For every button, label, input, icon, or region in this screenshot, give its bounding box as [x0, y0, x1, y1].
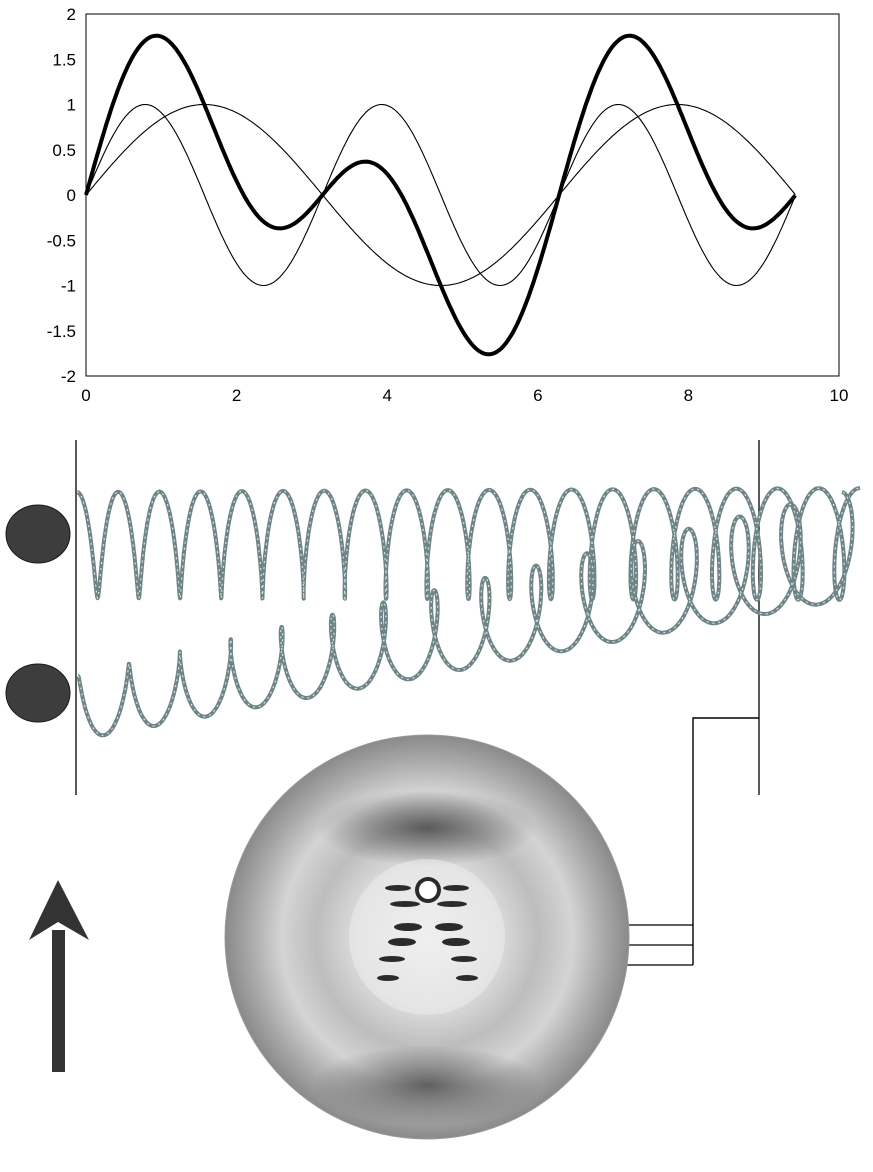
y-tick-label: 1 [67, 96, 76, 115]
x-tick-label: 2 [232, 386, 241, 405]
diffraction-spot [388, 938, 416, 946]
x-tick-label: 4 [382, 386, 391, 405]
diffraction-spot [394, 923, 422, 931]
x-tick-label: 0 [81, 386, 90, 405]
diffraction-spot [443, 885, 469, 891]
x-axis-ticks: 0 2 4 6 8 10 [81, 386, 848, 405]
x-tick-label: 8 [684, 386, 693, 405]
upper-helix [76, 486, 861, 602]
diffraction-spot [390, 901, 420, 907]
upper-helix-strand [76, 486, 861, 602]
helix-diagram [5, 440, 861, 1140]
y-axis-ticks: 2 1.5 1 0.5 0 -0.5 -1 -1.5 -2 [47, 5, 76, 386]
y-tick-label: -0.5 [47, 231, 76, 250]
bottom-dark-cap [312, 1045, 542, 1125]
diffraction-spot [377, 975, 399, 981]
upper-sphere [5, 504, 71, 564]
diffraction-spot [442, 938, 470, 946]
x-tick-label: 6 [533, 386, 542, 405]
y-tick-label: 0.5 [52, 141, 76, 160]
diffraction-spot [437, 901, 467, 907]
top-dark-cap [317, 790, 537, 866]
x-tick-label: 10 [830, 386, 849, 405]
y-tick-label: 1.5 [52, 50, 76, 69]
diffraction-spot [385, 885, 411, 891]
diffraction-spot [379, 956, 405, 962]
diffraction-pattern [224, 734, 630, 1140]
y-tick-label: -1.5 [47, 322, 76, 341]
line-chart: 2 1.5 1 0.5 0 -0.5 -1 -1.5 -2 0 2 4 6 8 10 [47, 5, 849, 405]
lower-sphere [5, 663, 71, 723]
plot-frame [85, 13, 840, 377]
diffraction-spots [377, 885, 478, 981]
up-arrow-head [29, 880, 89, 940]
connector-line [692, 717, 759, 965]
up-arrow [29, 880, 89, 1072]
series-group [84, 33, 797, 357]
diffraction-spot [456, 975, 478, 981]
lower-helix [76, 490, 855, 738]
series-line-3 [84, 33, 797, 357]
diffraction-spot [435, 923, 463, 931]
y-tick-label: -1 [61, 277, 76, 296]
lower-helix-strand [76, 490, 855, 738]
y-tick-label: 0 [67, 186, 76, 205]
up-arrow-shaft [52, 930, 65, 1072]
diffraction-spot [451, 956, 477, 962]
series-line-1 [85, 103, 796, 287]
y-tick-label: 2 [67, 5, 76, 24]
beam-stop [419, 881, 437, 899]
y-tick-label: -2 [61, 367, 76, 386]
